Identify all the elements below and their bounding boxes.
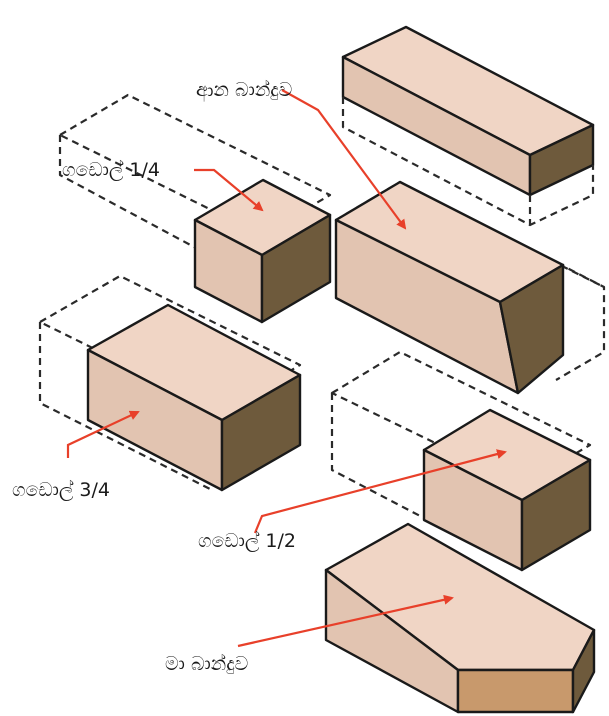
label-half-bat: ගඩොල් 1/2 <box>198 530 296 552</box>
ghost-outline-three-quarter-bat <box>38 274 302 491</box>
full-brick-top-right <box>341 25 595 197</box>
label-header-bond: ආන බාන්දුව <box>196 79 292 102</box>
arrow-three-quarter-bat <box>66 410 140 458</box>
label-three-quarter-bat: ගඩොල් 3/4 <box>12 479 110 501</box>
ghost-outline-top-right <box>341 97 595 227</box>
three-quarter-bat-brick <box>86 303 302 492</box>
arrow-king-closer <box>237 594 454 648</box>
label-king-closer: මා බාන්දුව <box>165 653 248 675</box>
ghost-outline-half-bat <box>330 350 592 519</box>
king-closer-brick <box>324 522 596 714</box>
arrow-quarter-bat <box>194 168 264 212</box>
label-quarter-bat: ගඩොල් 1/4 <box>62 159 160 181</box>
quarter-bat-brick <box>193 178 332 324</box>
arrow-half-bat <box>253 449 507 534</box>
arrow-header-bond <box>281 89 407 230</box>
half-bat-brick <box>422 408 592 572</box>
ghost-outline-quarter-bat <box>58 93 332 249</box>
